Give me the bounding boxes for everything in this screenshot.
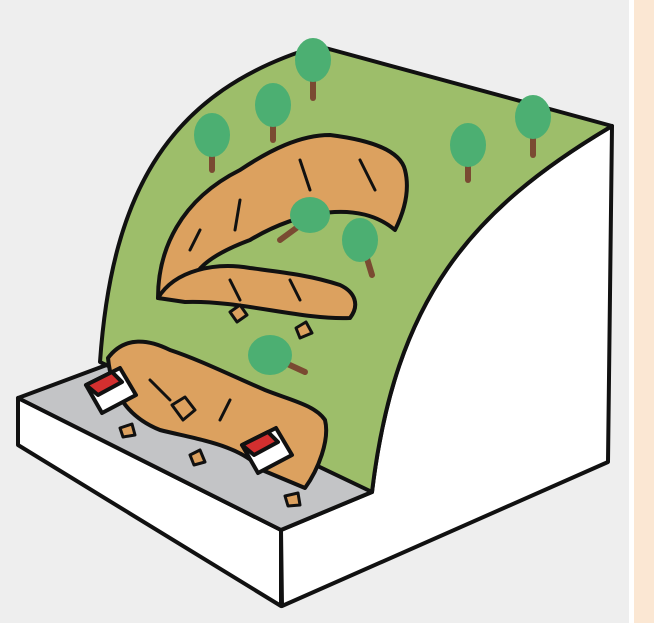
rock	[285, 493, 300, 506]
side-strip	[634, 0, 654, 623]
rock	[120, 424, 135, 437]
landslide-illustration	[0, 0, 629, 623]
